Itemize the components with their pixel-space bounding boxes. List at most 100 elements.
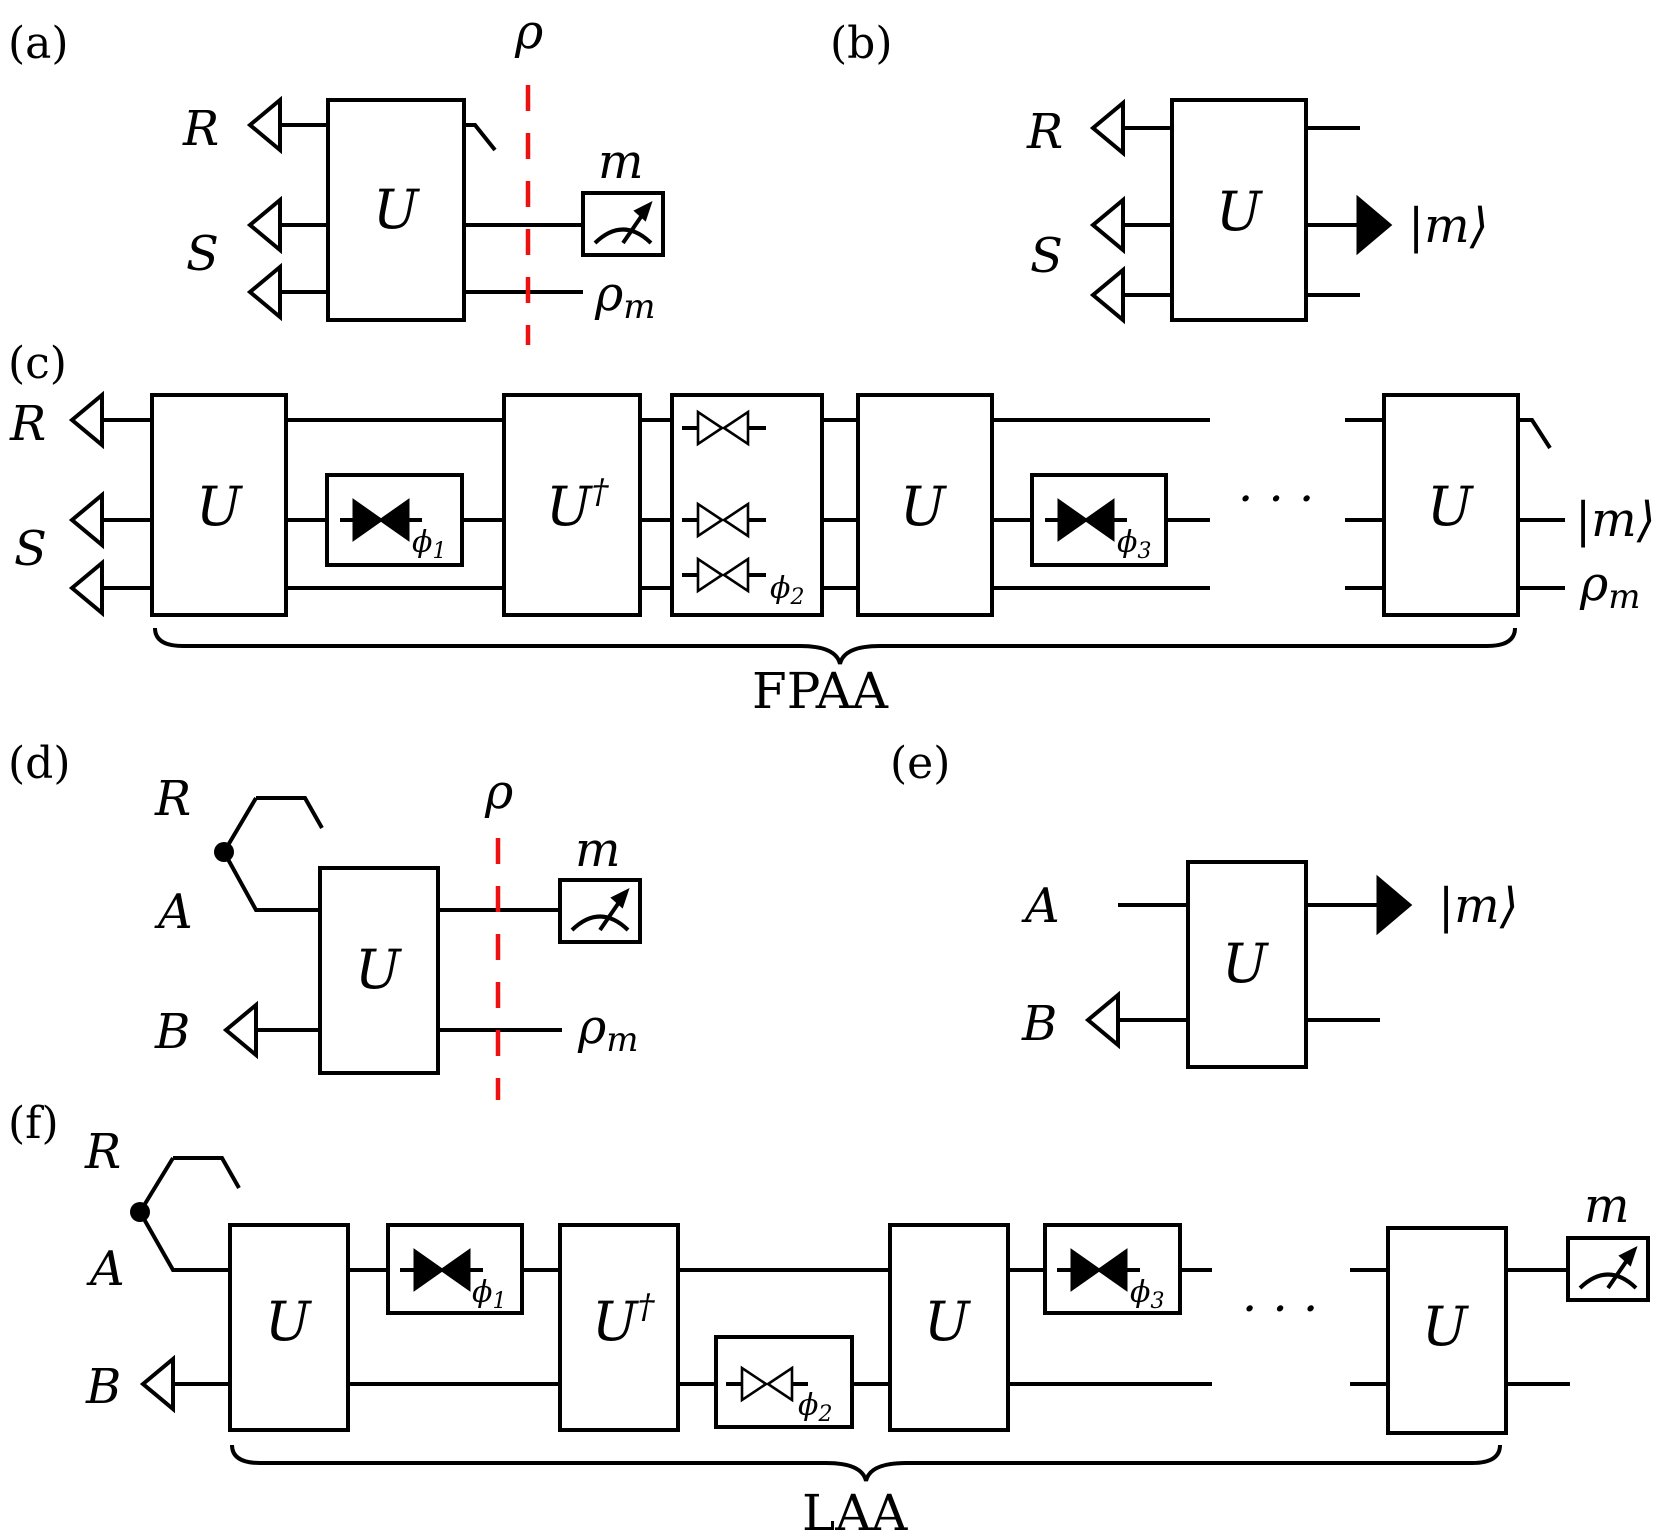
phi2-label: ϕ2 [770, 571, 804, 610]
label-m: m [598, 134, 644, 190]
phi1-label: ϕ1 [412, 525, 446, 564]
unitary-label: U [355, 938, 402, 1001]
unitary-box [326, 98, 466, 322]
phi-base: ϕ [1117, 525, 1137, 560]
entangle-dot [214, 842, 234, 862]
panel-label-f: (f) [8, 1098, 59, 1149]
phi-base: ϕ [798, 1388, 818, 1423]
label-a: A [86, 1241, 125, 1297]
label-a: A [1021, 878, 1060, 934]
phi2-label: ϕ2 [798, 1388, 832, 1427]
label-s: S [1030, 228, 1063, 284]
phase-triangle-icon [1057, 498, 1089, 542]
label-s: S [14, 521, 47, 577]
ket-m: |m⟩ [1575, 492, 1655, 548]
entangled-branch [138, 1156, 241, 1272]
phi3-label: ϕ3 [1130, 1275, 1164, 1314]
rho-m-sub: m [606, 1020, 638, 1060]
label-b: B [1021, 996, 1057, 1052]
panel-label-c: (c) [8, 338, 67, 389]
label-a: A [154, 884, 193, 940]
unitary-label: U [196, 475, 243, 538]
panel-c: (c) U ϕ1 U† [8, 338, 1655, 720]
unitary-label: U [265, 1290, 312, 1353]
unitary-label: U [1222, 932, 1269, 995]
phi1-label: ϕ1 [472, 1275, 506, 1314]
brace-label-fpaa: FPAA [752, 662, 889, 720]
phi-sub: 3 [1137, 539, 1151, 564]
wire-r [280, 123, 497, 152]
ellipsis: · · · [1238, 471, 1314, 527]
dagger: † [638, 1287, 656, 1327]
panel-b: (b) U |m⟩ R S [830, 18, 1488, 325]
input-triangle-s1 [68, 490, 104, 550]
label-r: R [84, 1124, 121, 1180]
unitary-dagger-label: U† [592, 1287, 656, 1353]
ket-m: |m⟩ [1408, 198, 1488, 254]
unitary-box [228, 1223, 350, 1432]
output-triangle-filled [1376, 874, 1413, 936]
rho-m-base: ρ [594, 266, 623, 322]
wire-r [102, 418, 1552, 450]
rho-m-base: ρ [1579, 556, 1608, 612]
output-triangle-filled [1356, 194, 1393, 256]
phi-base: ϕ [472, 1275, 492, 1310]
entangled-branch [222, 796, 324, 912]
rho-m-sub: m [623, 287, 655, 327]
phi-sub: 2 [817, 1402, 832, 1427]
phase-triangle-icon [378, 498, 410, 542]
u-base: U [546, 475, 593, 538]
phase-triangle-icon [413, 1248, 445, 1292]
label-r: R [182, 101, 219, 157]
phi-base: ϕ [770, 571, 790, 606]
measurement-box [1566, 1236, 1650, 1302]
unitary-label: U [1422, 1295, 1469, 1358]
entangle-dot [130, 1202, 150, 1222]
hollow-triangle-pair [682, 556, 766, 594]
meter-arrow-icon [1618, 1246, 1638, 1267]
phase-triangle-icon [439, 1248, 471, 1292]
input-triangle-r [1089, 98, 1125, 158]
label-rho: ρ [514, 4, 543, 60]
phase-triangle-icon [765, 1365, 794, 1403]
hollow-triangle-pair [682, 501, 766, 539]
label-r: R [1026, 104, 1063, 160]
phase-triangle-icon [1083, 498, 1115, 542]
label-r: R [9, 396, 46, 452]
unitary-dagger-box [558, 1223, 680, 1432]
input-triangle-s2 [1089, 265, 1125, 325]
unitary-label: U [924, 1290, 971, 1353]
unitary-box [888, 1223, 1010, 1432]
phase-triangle-icon [1070, 1248, 1102, 1292]
panel-e: (e) U |m⟩ A B [890, 738, 1518, 1069]
unitary-box [856, 393, 994, 617]
label-s: S [186, 226, 219, 282]
input-triangle-r [68, 390, 104, 450]
panel-f: (f) U ϕ1 U† ϕ2 U ϕ3 · · · [8, 1098, 1650, 1540]
panel-a: (a) U R S ρ m ρm [8, 4, 665, 345]
panel-label-e: (e) [890, 738, 950, 789]
label-b: B [154, 1004, 190, 1060]
phi-sub: 1 [492, 1289, 506, 1314]
unitary-label: U [900, 475, 947, 538]
phase-triangle-icon [352, 498, 384, 542]
phi-sub: 3 [1150, 1289, 1164, 1314]
panel-label-d: (d) [8, 738, 71, 789]
rho-m-sub: m [1608, 577, 1640, 617]
phi-base: ϕ [412, 525, 432, 560]
label-r: R [154, 771, 191, 827]
dagger: † [592, 472, 610, 512]
unitary-box [1186, 860, 1308, 1069]
label-m: m [1584, 1178, 1630, 1234]
phi3-label: ϕ3 [1117, 525, 1151, 564]
unitary-label: U [1427, 475, 1474, 538]
rho-m-base: ρ [577, 999, 606, 1055]
input-triangle-s2 [246, 262, 282, 322]
input-triangle-b [222, 1000, 258, 1060]
phase-triangle-icon [740, 1365, 769, 1403]
u-base: U [592, 1290, 639, 1353]
unitary-box [1170, 98, 1308, 322]
label-b: B [85, 1359, 121, 1415]
panel-d: (d) U R A B ρ m ρm [8, 738, 642, 1100]
